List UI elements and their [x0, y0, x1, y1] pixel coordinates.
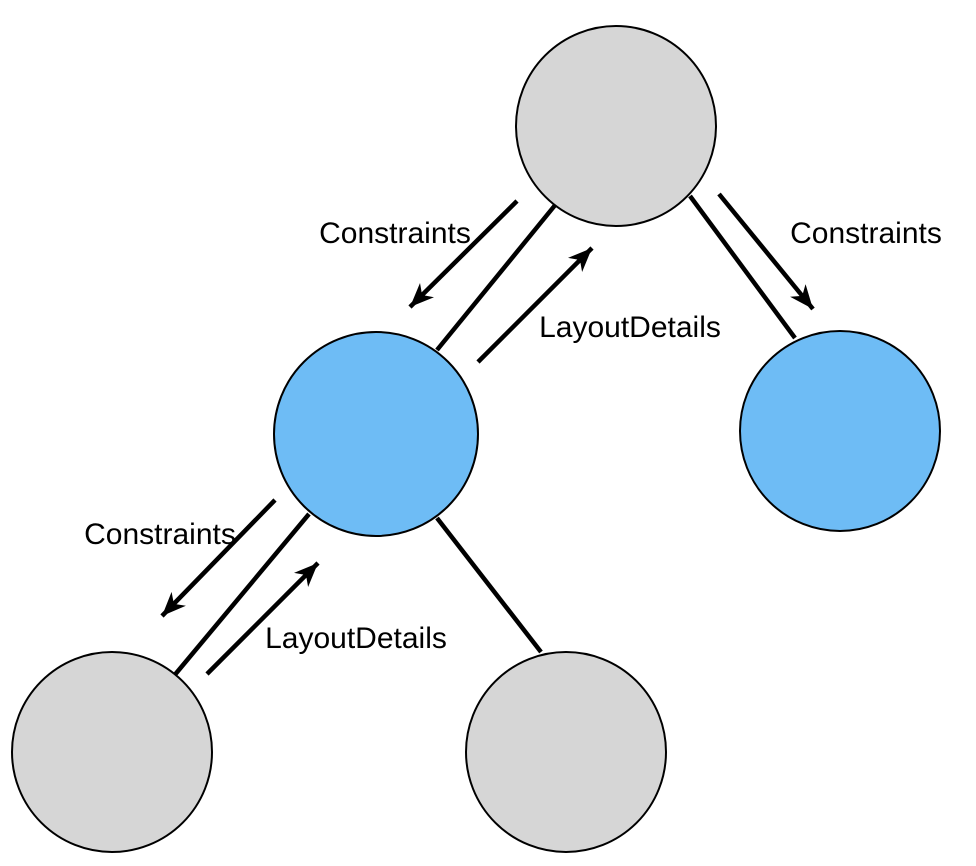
label-constraints-top-right: Constraints: [790, 217, 942, 250]
edge-root-to-right-child: [688, 194, 797, 340]
label-layoutdetails-top: LayoutDetails: [539, 311, 721, 344]
node-right-child: [739, 330, 941, 532]
label-layoutdetails-bottom: LayoutDetails: [265, 622, 447, 655]
label-constraints-bottom-left: Constraints: [84, 518, 236, 551]
arrow-constraints-root-to-left-child: [408, 199, 519, 309]
arrow-constraints-left-child-to-grandchild: [160, 498, 277, 618]
edge-left-child-to-grandchild-left: [171, 512, 311, 679]
arrow-layoutdetails-left-child-to-root: [476, 246, 594, 364]
node-left-grandchild-right: [465, 651, 667, 853]
edge-left-child-to-grandchild-right: [435, 516, 543, 654]
label-constraints-top-left: Constraints: [319, 217, 471, 250]
labels-layer: ConstraintsLayoutDetailsConstraintsConst…: [84, 217, 942, 655]
edge-root-to-left-child: [435, 202, 558, 352]
arrow-layoutdetails-grandchild-to-left-child: [205, 561, 320, 676]
node-left-grandchild-left: [11, 651, 213, 853]
edges-layer: [160, 192, 815, 679]
node-root: [515, 25, 717, 227]
nodes-layer: [11, 25, 941, 853]
arrow-constraints-root-to-right-child: [717, 192, 815, 311]
node-left-child: [273, 331, 479, 537]
